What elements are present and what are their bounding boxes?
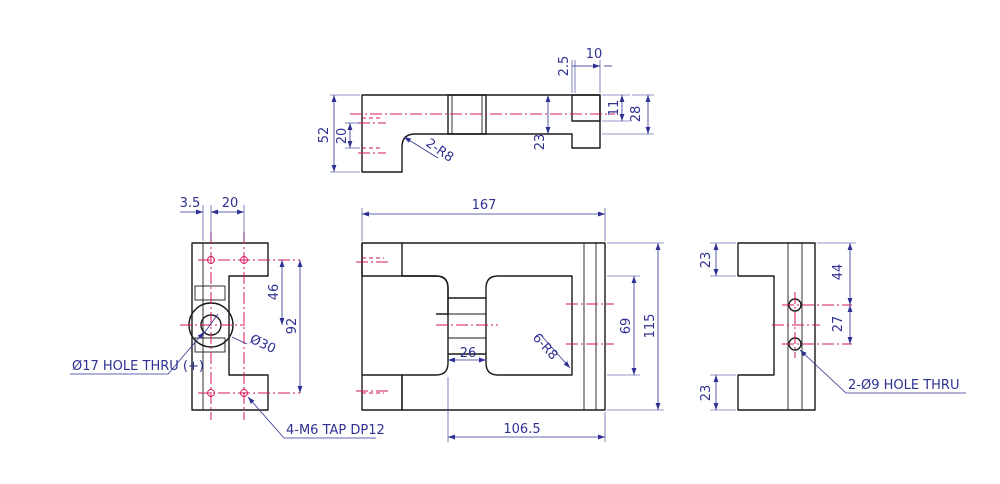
dim-top-23: 23 bbox=[533, 134, 548, 151]
dim-left-3-5: 3.5 bbox=[180, 196, 201, 211]
left-view-outline bbox=[191, 242, 269, 411]
dim-front-106-5: 106.5 bbox=[503, 422, 540, 437]
tapped-hole-marks bbox=[207, 256, 248, 397]
dim-top-11: 11 bbox=[607, 100, 622, 117]
dim-right-27: 27 bbox=[831, 316, 846, 333]
dim-front-167: 167 bbox=[472, 198, 497, 213]
front-view-window bbox=[401, 243, 573, 410]
dim-top-52: 52 bbox=[317, 127, 332, 144]
dim-left-92: 92 bbox=[285, 318, 300, 335]
dim-right-44: 44 bbox=[831, 264, 846, 281]
dim-top-2-5: 2.5 bbox=[557, 56, 572, 77]
dim-front-69: 69 bbox=[619, 318, 634, 335]
dim-front-115: 115 bbox=[643, 314, 658, 339]
front-view-outline bbox=[361, 242, 606, 411]
right-view-outline bbox=[737, 242, 816, 411]
callout-thru-hole: Ø17 HOLE THRU (+) bbox=[72, 359, 204, 374]
dim-left-bore: Ø30 bbox=[247, 332, 278, 357]
callout-tapped: 4-M6 TAP DP12 bbox=[286, 423, 385, 438]
right-view: 23 23 44 27 2-Ø9 HOLE THRU bbox=[699, 242, 966, 411]
front-view: 167 115 69 26 6-R8 106.5 bbox=[356, 198, 664, 442]
dim-top-10: 10 bbox=[586, 47, 603, 62]
dim-right-23-top: 23 bbox=[699, 252, 714, 269]
dim-top-2-r8: 2-R8 bbox=[423, 136, 456, 166]
dim-top-20: 20 bbox=[335, 128, 350, 145]
front-view-left-arm-cut bbox=[361, 243, 449, 315]
top-view-outline bbox=[361, 94, 601, 173]
dim-left-46: 46 bbox=[267, 284, 282, 301]
front-view-neck bbox=[447, 297, 487, 355]
dim-front-6-r8: 6-R8 bbox=[529, 331, 560, 364]
dim-top-28: 28 bbox=[629, 106, 644, 123]
dim-right-23-bottom: 23 bbox=[699, 385, 714, 402]
top-view-boss bbox=[571, 94, 601, 122]
dim-left-20: 20 bbox=[222, 196, 239, 211]
top-view: 52 20 2-R8 23 2.5 10 11 28 bbox=[317, 47, 654, 173]
callout-holes: 2-Ø9 HOLE THRU bbox=[848, 378, 959, 393]
left-view: 3.5 20 46 92 Ø30 Ø17 HOLE THRU (+) 4-M6 … bbox=[70, 196, 385, 439]
dim-front-26: 26 bbox=[460, 346, 477, 361]
